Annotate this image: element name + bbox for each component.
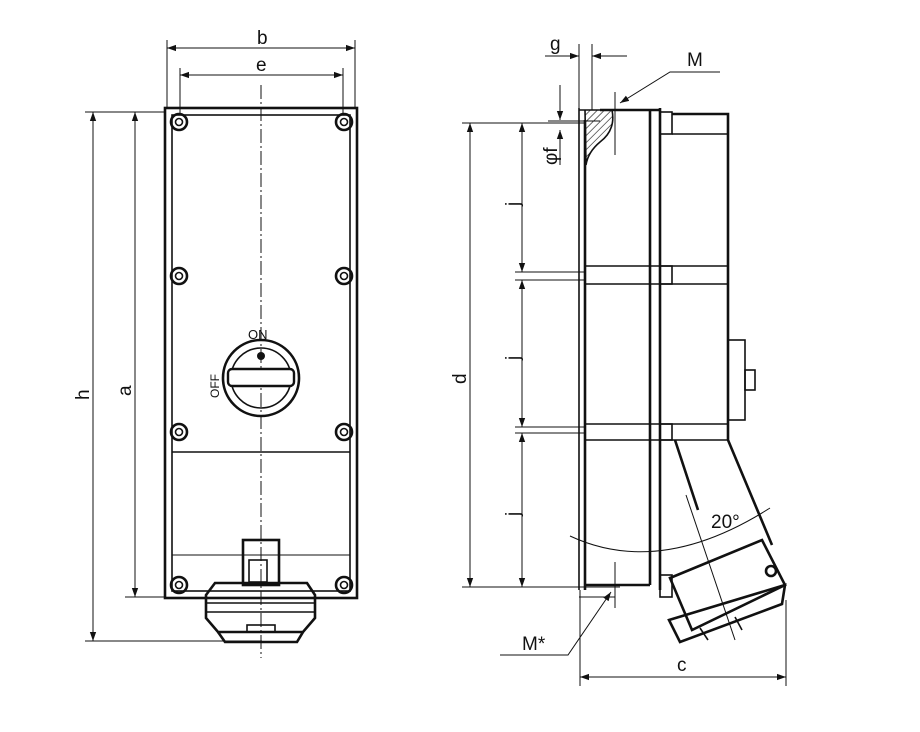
switch-off-label: OFF	[208, 374, 222, 398]
screw-icon	[334, 266, 354, 286]
socket-outlet	[204, 538, 317, 644]
socket-axis	[685, 494, 736, 641]
dim-m-star: M*	[522, 634, 546, 655]
mounting-section	[579, 109, 614, 166]
screw-icon	[169, 422, 189, 442]
screw-icon	[334, 112, 354, 132]
dim-j-2: j	[503, 356, 524, 361]
rotary-switch	[221, 338, 301, 418]
screw-icon	[169, 266, 189, 286]
dim-a: a	[115, 385, 136, 396]
screw-icon	[334, 422, 354, 442]
dim-h: h	[73, 389, 94, 400]
dim-d: d	[450, 373, 471, 384]
angle-arc	[569, 507, 771, 553]
switch-on-label: ON	[248, 327, 268, 342]
dim-g: g	[550, 34, 561, 55]
angle-label: 20°	[711, 512, 740, 533]
screw-icon	[169, 112, 189, 132]
switch-knob-side	[727, 339, 746, 421]
dim-m: M	[687, 50, 703, 71]
dim-phi-f: φf	[541, 147, 562, 165]
screw-icon	[334, 575, 354, 595]
screw-icon	[169, 575, 189, 595]
front-view: ON OFF b e h a	[73, 28, 359, 658]
dim-j-3: j	[503, 512, 524, 517]
dim-c: c	[677, 655, 687, 676]
socket-side	[667, 538, 787, 644]
switch-handle	[226, 367, 296, 388]
screw-icons	[169, 112, 354, 595]
dim-j-1: j	[503, 202, 524, 207]
side-view: 20° g M φf d j j j M*	[450, 34, 787, 686]
dim-b: b	[257, 28, 268, 49]
dim-e: e	[256, 55, 267, 76]
